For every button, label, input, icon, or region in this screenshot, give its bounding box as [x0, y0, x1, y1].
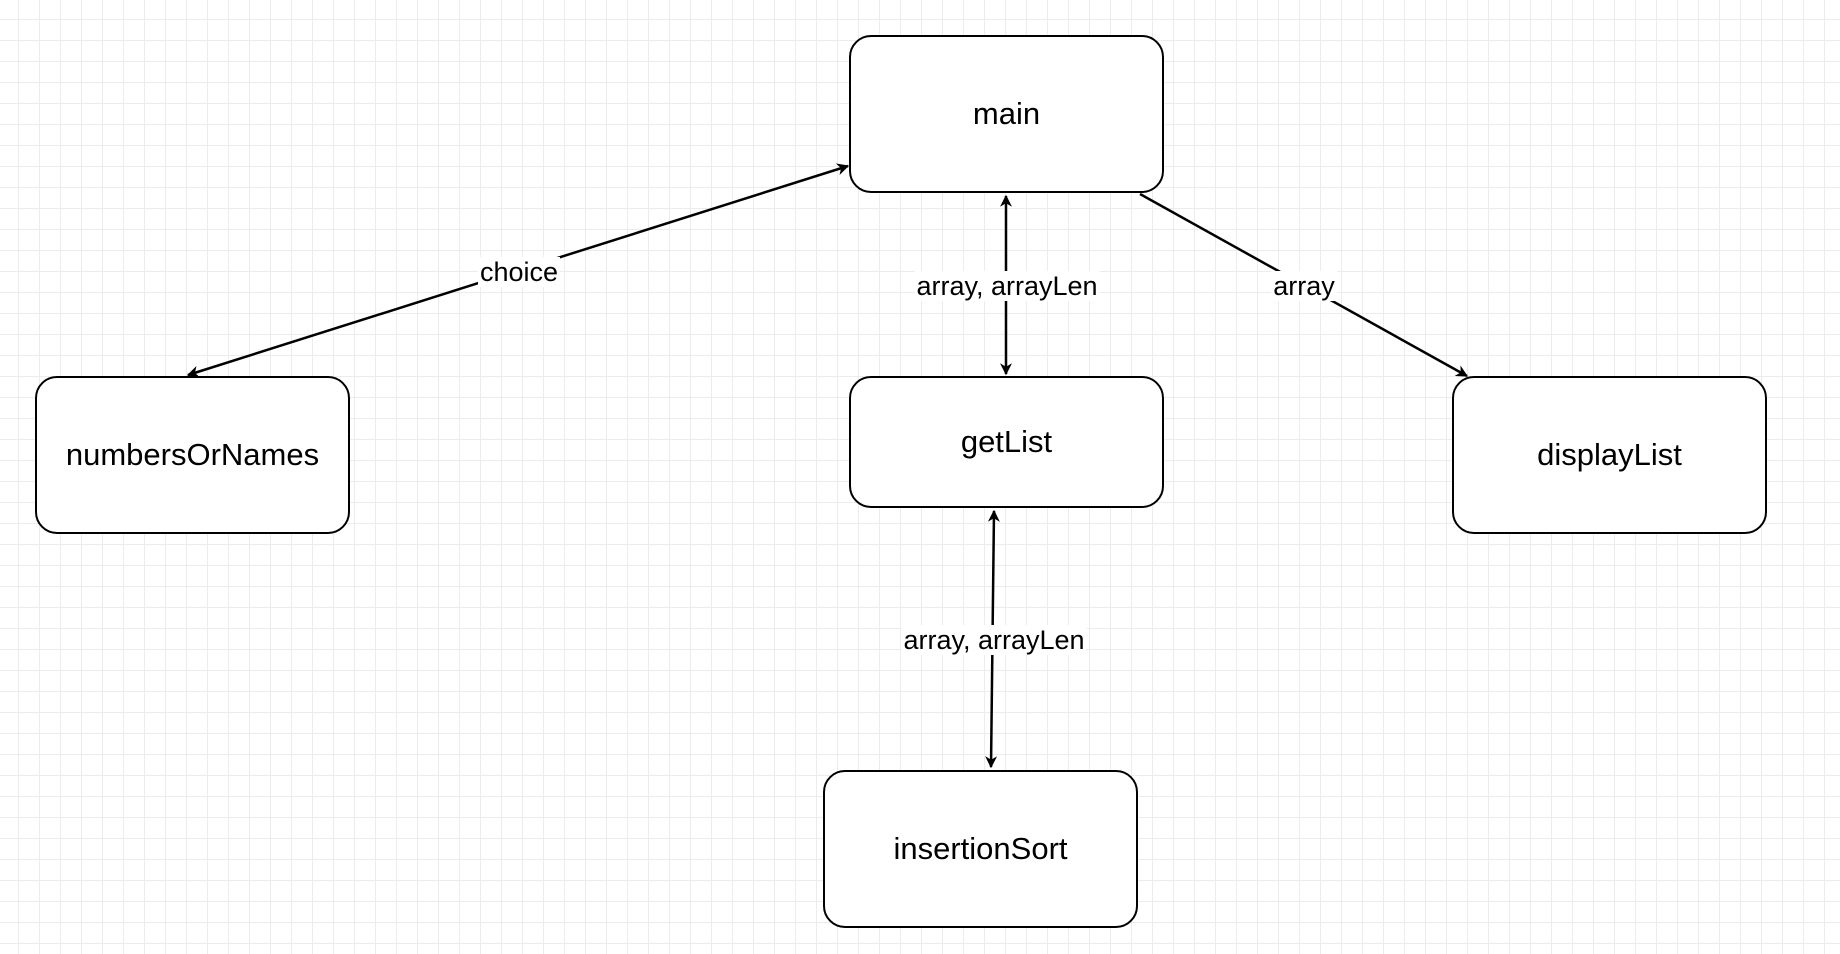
- edge-label-main-getlist[interactable]: array, arrayLen: [914, 271, 1100, 301]
- node-display-list[interactable]: displayList: [1452, 376, 1767, 534]
- node-get-list-label: getList: [960, 424, 1053, 459]
- node-main-label: main: [972, 96, 1041, 131]
- node-display-list-label: displayList: [1537, 437, 1682, 472]
- edge-label-choice[interactable]: choice: [477, 257, 561, 287]
- node-get-list[interactable]: getList: [849, 376, 1164, 508]
- node-numbers-or-names[interactable]: numbersOrNames: [35, 376, 350, 534]
- node-insertion-sort[interactable]: insertionSort: [823, 770, 1138, 928]
- edge-label-main-displaylist[interactable]: array: [1271, 271, 1337, 301]
- node-main[interactable]: main: [849, 35, 1164, 193]
- node-insertion-sort-label: insertionSort: [893, 831, 1068, 866]
- edge-label-getlist-insertionsort[interactable]: array, arrayLen: [901, 625, 1087, 655]
- node-numbers-or-names-label: numbersOrNames: [65, 437, 320, 472]
